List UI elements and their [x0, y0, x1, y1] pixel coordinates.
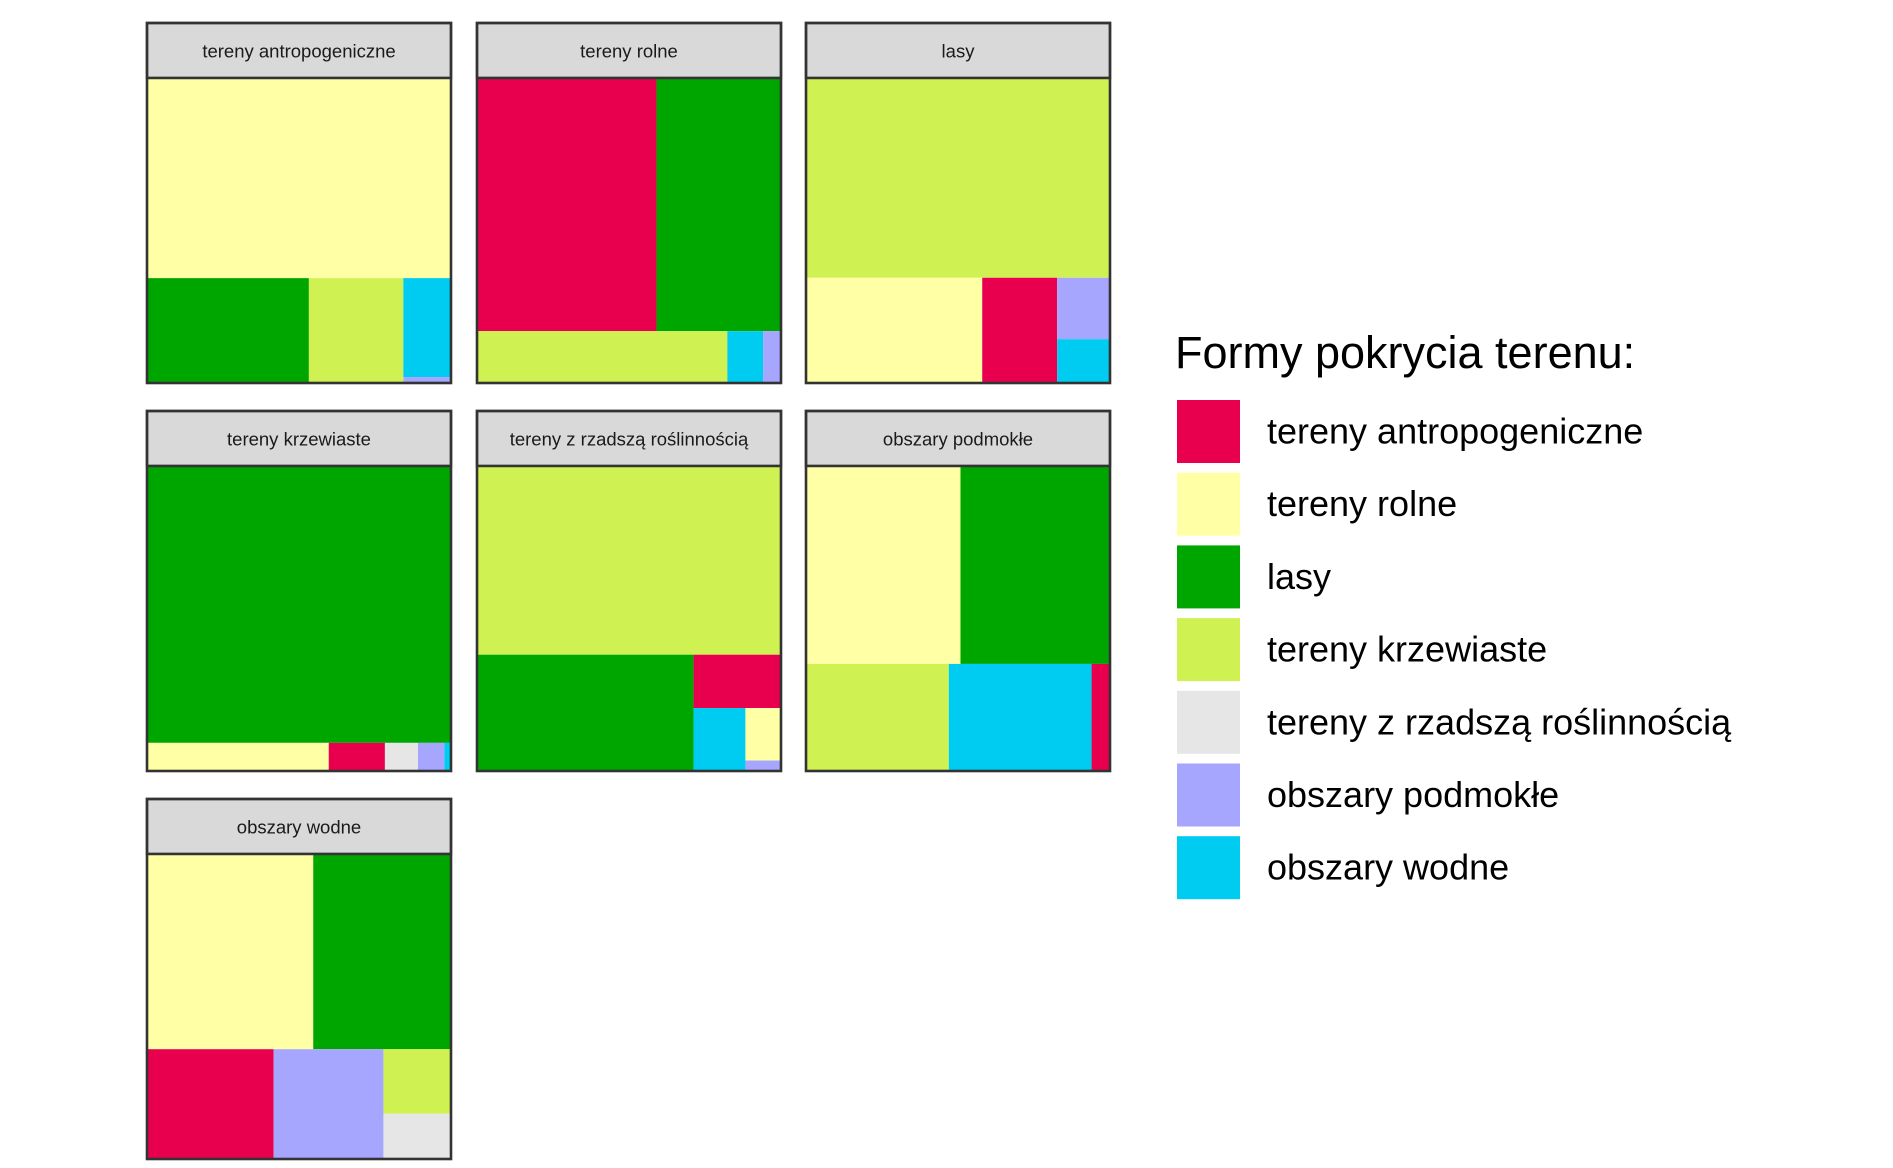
panel-title: tereny z rzadszą roślinnością: [510, 429, 749, 450]
legend-label: tereny krzewiaste: [1267, 629, 1547, 670]
panel-border: [145, 21, 453, 385]
legend-key: [1177, 618, 1240, 682]
tile-tereny-rolne: [745, 708, 781, 761]
tile-obszary-wodne: [948, 663, 1092, 771]
tile-tereny-rolne: [147, 854, 314, 1050]
tile-obszary-podmokle: [403, 377, 451, 383]
tile-lasy: [656, 78, 781, 332]
tile-obszary-podmokle: [417, 742, 445, 771]
tile-tereny-antropogeniczne: [982, 277, 1058, 383]
panel-title: tereny rolne: [580, 41, 678, 62]
panel-border: [475, 21, 783, 385]
legend-key: [1177, 400, 1240, 463]
tile-obszary-wodne: [444, 742, 451, 771]
tile-obszary-podmokle: [273, 1049, 384, 1159]
panel-title: tereny antropogeniczne: [202, 41, 395, 62]
tile-tereny-krzewiaste: [806, 663, 949, 771]
legend-label: obszary podmokłe: [1267, 774, 1559, 815]
tile-lasy: [960, 466, 1110, 664]
tile-tereny-krzewiaste: [383, 1049, 451, 1114]
panel-title: obszary podmokłe: [883, 429, 1033, 450]
legend-label: lasy: [1267, 556, 1331, 597]
tile-obszary-podmokle: [1057, 277, 1110, 340]
panel-tereny-antropogeniczne: tereny antropogeniczne: [145, 21, 453, 385]
tile-obszary-wodne: [693, 708, 746, 771]
legend-item-tereny-z-rzadsza-roslinnoscia: tereny z rzadszą roślinnością: [1177, 690, 1732, 754]
tile-tereny-krzewiaste: [806, 78, 1110, 278]
tile-tereny-antropogeniczne: [1091, 663, 1110, 771]
panel-title: lasy: [942, 41, 976, 62]
tile-tereny-rolne: [147, 78, 451, 279]
tile-lasy: [147, 278, 309, 383]
panel-border: [145, 797, 453, 1161]
legend-item-lasy: lasy: [1177, 545, 1331, 609]
legend-item-obszary-podmokle: obszary podmokłe: [1177, 763, 1559, 827]
legend-title: Formy pokrycia terenu:: [1175, 327, 1635, 378]
tile-lasy: [147, 466, 451, 743]
panel-title: obszary wodne: [237, 817, 361, 838]
panel-title: tereny krzewiaste: [227, 429, 371, 450]
panel-border: [804, 21, 1112, 385]
panel-obszary-podmokle: obszary podmokłe: [804, 409, 1112, 773]
tile-tereny-rolne: [806, 466, 961, 664]
legend-item-obszary-wodne: obszary wodne: [1177, 836, 1509, 900]
tile-obszary-wodne: [727, 331, 764, 383]
panel-tereny-rolne: tereny rolne: [475, 21, 783, 385]
tile-tereny-rolne: [147, 742, 329, 771]
legend-label: tereny z rzadszą roślinnością: [1267, 701, 1732, 742]
panel-tereny-krzewiaste: tereny krzewiaste: [145, 409, 453, 773]
tile-obszary-wodne: [1057, 339, 1110, 383]
tile-obszary-podmokle: [763, 331, 781, 383]
tile-tereny-krzewiaste: [308, 278, 404, 383]
tile-tereny-antropogeniczne: [328, 742, 385, 771]
tile-tereny-rolne: [806, 277, 983, 383]
legend-key: [1177, 690, 1240, 754]
panel-border: [804, 409, 1112, 773]
panel-border: [475, 409, 783, 773]
tile-tereny-z-rzadsza-roslinnoscia: [384, 742, 418, 771]
legend-item-tereny-krzewiaste: tereny krzewiaste: [1177, 618, 1547, 682]
tile-tereny-antropogeniczne: [147, 1049, 274, 1159]
tile-tereny-krzewiaste: [477, 466, 781, 655]
tile-obszary-wodne: [403, 278, 451, 378]
tile-tereny-antropogeniczne: [477, 78, 657, 332]
tile-obszary-podmokle: [745, 760, 781, 771]
legend-label: tereny rolne: [1267, 483, 1457, 524]
panel-tereny-z-rzadsza-roslinnoscia: tereny z rzadszą roślinnością: [475, 409, 783, 773]
legend-key: [1177, 763, 1240, 827]
legend-label: obszary wodne: [1267, 847, 1509, 888]
tile-lasy: [477, 654, 694, 771]
panel-obszary-wodne: obszary wodne: [145, 797, 453, 1161]
tile-tereny-krzewiaste: [477, 331, 728, 383]
tile-tereny-z-rzadsza-roslinnoscia: [383, 1113, 451, 1159]
legend-key: [1177, 472, 1240, 536]
tile-tereny-antropogeniczne: [693, 654, 781, 709]
legend-key: [1177, 545, 1240, 609]
legend-label: tereny antropogeniczne: [1267, 411, 1643, 452]
panel-lasy: lasy: [804, 21, 1112, 385]
legend-key: [1177, 836, 1240, 900]
legend-item-tereny-antropogeniczne: tereny antropogeniczne: [1177, 400, 1643, 463]
tile-lasy: [313, 854, 451, 1050]
legend-item-tereny-rolne: tereny rolne: [1177, 472, 1457, 536]
panel-border: [145, 409, 453, 773]
legend: Formy pokrycia terenu: tereny antropogeni…: [1175, 327, 1732, 900]
